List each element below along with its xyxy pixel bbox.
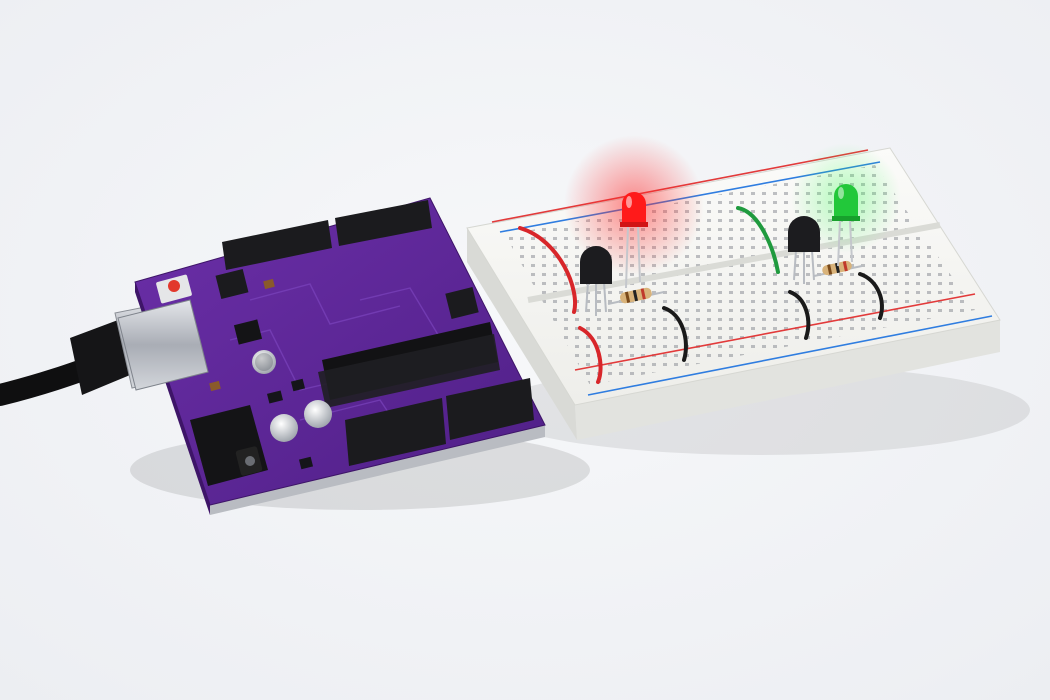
- jumper-black-2: [788, 290, 811, 340]
- rail-negative-bottom: [587, 315, 993, 396]
- led-red: [620, 192, 648, 289]
- led-green: [832, 184, 860, 267]
- header-top-left: [222, 220, 332, 270]
- arduino-board: [117, 197, 546, 515]
- capacitor-1: [252, 350, 276, 374]
- transistor-left: [580, 246, 612, 316]
- usb-b-socket: [117, 299, 209, 391]
- resistor-left: [607, 287, 665, 305]
- breadboard-front-edge: [575, 320, 1000, 440]
- capacitor-2: [270, 414, 298, 442]
- pcb-edge-front: [210, 425, 545, 515]
- smd-components: [209, 278, 314, 470]
- jumper-black-1: [662, 306, 688, 362]
- resistor-right: [813, 260, 863, 277]
- header-top-right: [335, 200, 432, 246]
- icsp-header-right: [445, 286, 479, 320]
- chip-socket: [318, 334, 500, 408]
- jumper-green: [736, 206, 780, 274]
- breadboard-side: [467, 228, 577, 440]
- rail-positive-bottom: [574, 293, 976, 371]
- capacitor-3: [304, 400, 332, 428]
- header-bottom-right: [446, 378, 534, 440]
- jumper-red-left: [518, 226, 577, 314]
- header-bottom-left: [345, 398, 446, 466]
- cable-boot: [70, 320, 130, 395]
- jumper-wires: [518, 206, 884, 384]
- reset-button: [168, 280, 180, 292]
- transistor-right: [788, 216, 820, 284]
- icsp-header-left: [215, 268, 249, 300]
- smd-ic: [233, 319, 263, 345]
- jumper-black-3: [858, 272, 884, 320]
- jumper-red-bottom: [578, 326, 603, 384]
